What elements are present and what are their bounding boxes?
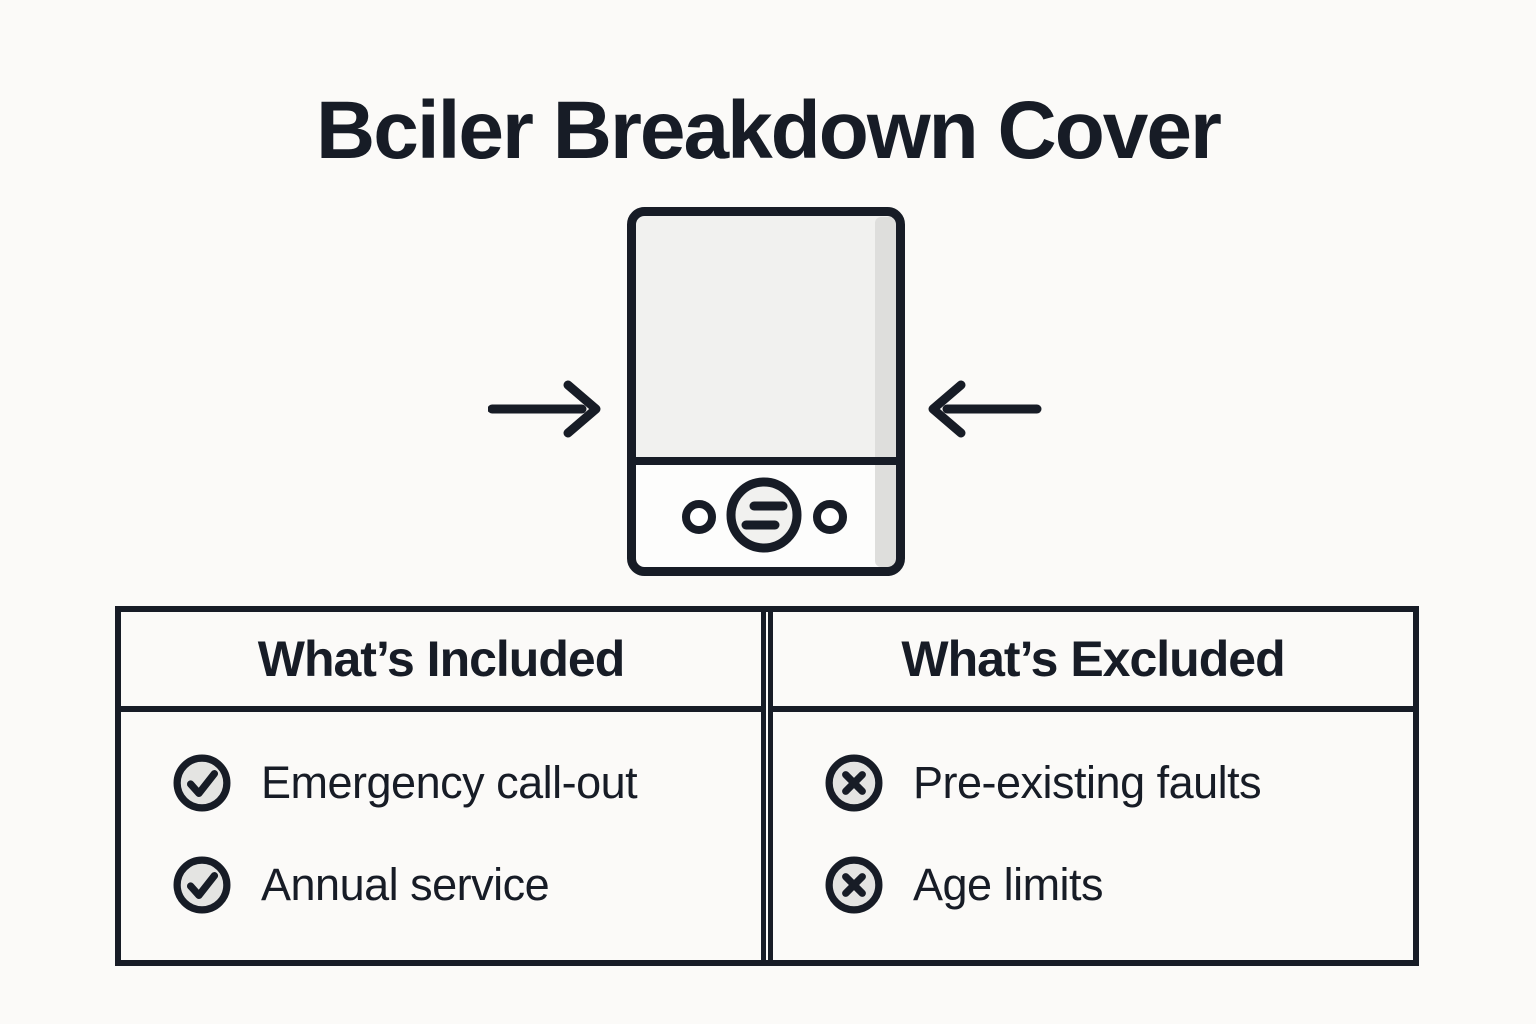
boiler-front-icon <box>627 207 905 576</box>
check-circle-icon <box>173 754 231 812</box>
list-item-label: Emergency call-out <box>261 757 638 808</box>
list-item-label: Age limits <box>913 859 1104 910</box>
page-title: Bciler Breakdown Cover <box>316 85 1222 176</box>
x-circle-icon <box>825 856 883 914</box>
x-circle-icon <box>825 754 883 812</box>
check-circle-icon <box>173 856 231 914</box>
included-header: What’s Included <box>121 612 766 712</box>
excluded-header: What’s Excluded <box>768 612 1413 712</box>
cover-table: What’s Included What’s Excluded Emergenc… <box>115 606 1419 966</box>
list-item-label: Annual service <box>261 859 550 910</box>
list-item-label: Pre-existing faults <box>913 757 1262 808</box>
list-item: Emergency call-out <box>173 754 761 812</box>
included-column: Emergency call-out Annual service <box>121 712 766 960</box>
list-item: Age limits <box>825 856 1413 914</box>
list-item: Pre-existing faults <box>825 754 1413 812</box>
arrow-left-icon <box>928 380 1042 438</box>
arrow-right-icon <box>488 380 601 438</box>
boiler-figure <box>488 207 1042 576</box>
excluded-column: Pre-existing faults Age limits <box>768 712 1413 960</box>
list-item: Annual service <box>173 856 761 914</box>
